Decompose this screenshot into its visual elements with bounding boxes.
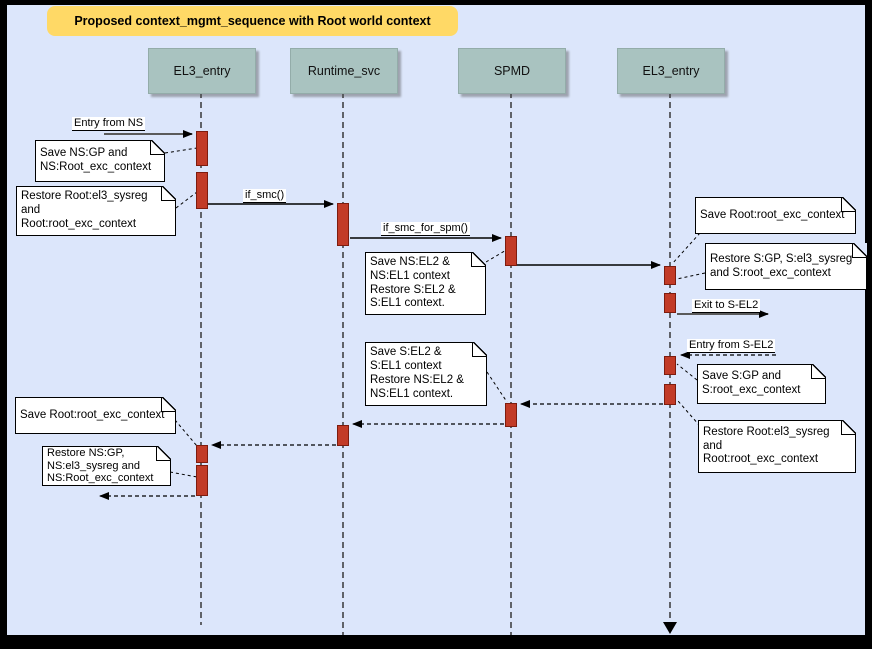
activation-bar xyxy=(337,425,349,446)
activation-bar xyxy=(664,384,676,405)
message-label-entry-from-ns: Entry from NS xyxy=(72,117,146,131)
note-restore-s-gp: Restore S:GP, S:el3_sysreg and S:root_ex… xyxy=(705,243,867,290)
lifeline-header-runtime-svc: Runtime_svc xyxy=(290,48,398,94)
note-text: Save NS:GP and NS:Root_exc_context xyxy=(40,147,152,173)
lifeline-label: EL3_entry xyxy=(173,64,231,78)
activation-bar xyxy=(505,403,517,427)
note-fold-icon xyxy=(156,446,171,461)
note-text: Restore NS:GP, NS:el3_sysreg and NS:Root… xyxy=(47,446,154,485)
note-5-connector xyxy=(676,272,706,280)
activation-bar xyxy=(196,445,208,463)
note-2-connector xyxy=(175,191,198,209)
message-label-exit-to-s-el2: Exit to S-EL2 xyxy=(692,299,761,313)
note-text: Save S:EL2 & S:EL1 context Restore NS:EL… xyxy=(370,346,464,400)
activation-bar xyxy=(196,131,208,166)
diagram-title: Proposed context_mgmt_sequence with Root… xyxy=(74,14,431,28)
note-7-connector xyxy=(677,400,701,427)
lifeline-label: Runtime_svc xyxy=(307,64,381,78)
note-text: Save Root:root_exc_context xyxy=(700,208,845,221)
note-fold-icon xyxy=(852,243,867,258)
note-save-root-exc-left: Save Root:root_exc_context xyxy=(15,397,176,434)
note-fold-icon xyxy=(150,140,165,155)
lifeline-header-el3-entry-left: EL3_entry xyxy=(148,48,256,94)
note-save-root-exc-right: Save Root:root_exc_context xyxy=(695,197,856,234)
note-save-s-el2: Save S:EL2 & S:EL1 context Restore NS:EL… xyxy=(365,342,487,406)
activation-bar xyxy=(196,172,208,209)
lifeline-header-spmd: SPMD xyxy=(458,48,566,94)
note-fold-icon xyxy=(161,186,176,201)
message-label-entry-from-s-el2: Entry from S-EL2 xyxy=(687,339,776,353)
note-text: Save Root:root_exc_context xyxy=(20,408,165,421)
note-fold-icon xyxy=(472,342,487,357)
note-fold-icon xyxy=(841,420,856,435)
note-text: Restore Root:el3_sysreg and Root:root_ex… xyxy=(21,190,148,230)
note-4-connector xyxy=(671,232,701,265)
activation-bar xyxy=(664,293,676,313)
note-text: Save S:GP and S:root_exc_context xyxy=(702,370,801,396)
activation-bar xyxy=(505,236,517,266)
lifeline-4-end-arrow xyxy=(663,622,677,634)
note-8-connector xyxy=(486,371,508,403)
activation-bar xyxy=(196,465,208,496)
lifeline-header-el3-entry-right: EL3_entry xyxy=(617,48,725,94)
note-fold-icon xyxy=(811,364,826,379)
activation-bar xyxy=(337,203,349,246)
note-restore-root-el3-sysreg-left: Restore Root:el3_sysreg and Root:root_ex… xyxy=(16,186,176,236)
note-9-connector xyxy=(174,419,198,447)
activation-bar xyxy=(664,266,676,285)
note-10-connector xyxy=(169,471,198,478)
note-3-connector xyxy=(485,248,509,263)
message-label-if-smc: if_smc() xyxy=(243,189,287,203)
note-fold-icon xyxy=(471,252,486,267)
activation-bar xyxy=(664,356,676,375)
lifeline-label: EL3_entry xyxy=(642,64,700,78)
note-restore-root-el3-sysreg-right: Restore Root:el3_sysreg and Root:root_ex… xyxy=(698,420,856,473)
message-label-if-smc-for-spm: if_smc_for_spm() xyxy=(381,222,470,236)
note-1-connector xyxy=(164,147,198,154)
note-text: Restore Root:el3_sysreg and Root:root_ex… xyxy=(703,425,830,466)
note-text: Restore S:GP, S:el3_sysreg and S:root_ex… xyxy=(710,252,853,279)
note-save-ns-el2: Save NS:EL2 & NS:EL1 context Restore S:E… xyxy=(365,252,486,315)
note-6-connector xyxy=(676,363,698,381)
note-save-s-gp: Save S:GP and S:root_exc_context xyxy=(697,364,826,404)
diagram-canvas xyxy=(7,5,865,635)
lifeline-label: SPMD xyxy=(493,64,531,78)
note-save-ns-gp: Save NS:GP and NS:Root_exc_context xyxy=(35,140,165,182)
title-banner: Proposed context_mgmt_sequence with Root… xyxy=(47,6,458,36)
note-text: Save NS:EL2 & NS:EL1 context Restore S:E… xyxy=(370,255,456,310)
note-restore-ns-gp: Restore NS:GP, NS:el3_sysreg and NS:Root… xyxy=(42,446,171,486)
note-fold-icon xyxy=(161,397,176,412)
note-fold-icon xyxy=(841,197,856,212)
